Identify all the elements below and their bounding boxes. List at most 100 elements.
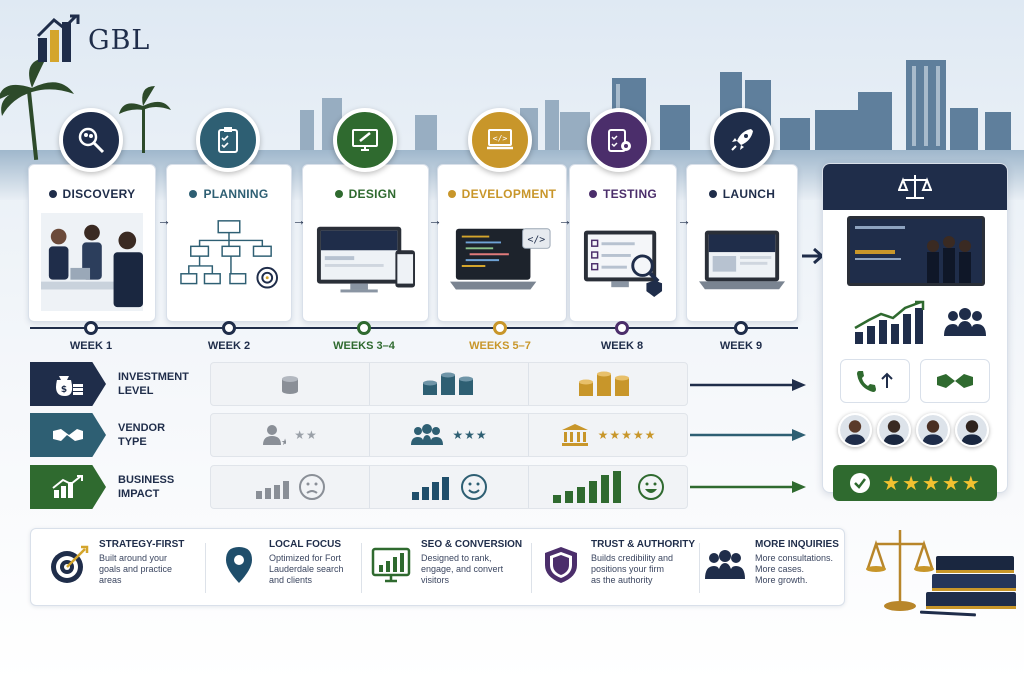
week-label: WEEK 8 [600,340,644,352]
mid-bars-icon [412,477,449,500]
row-label-line2: LEVEL [118,385,154,397]
handshake-icon [937,374,973,388]
benefit-desc-line: and clients [269,575,313,585]
neutral-face-icon [299,474,325,500]
timeline-node [493,321,507,335]
timeline-line [30,327,798,329]
checklist-monitor-illustration [583,230,663,297]
chevron-right-icon: → [157,212,171,228]
chevron-right-icon: → [558,212,572,228]
benefit-desc-line: Lauderdale search [269,564,344,574]
group-people-icon [944,308,986,336]
high-bars-icon [553,471,621,503]
arrow-right-icon [690,379,806,391]
benefit-desc-line: Builds credibility and [591,553,674,563]
timeline-node [615,321,629,335]
benefit-title: TRUST & AUTHORITY [591,539,696,550]
phase-title: TESTING [602,187,658,201]
benefit-desc-line: positions your firm [591,564,665,574]
phase-title: DISCOVERY [62,187,136,201]
row-label-line1: VENDOR [118,422,166,434]
benefit-desc-line: Optimized for Fort [269,553,342,563]
development-icon: </> [468,108,532,172]
map-pin-icon [219,545,259,585]
attorney-avatar [955,413,989,447]
law-firm-website-screenshot [847,216,985,286]
testing-icon [587,108,651,172]
investment-band [210,362,688,406]
phase-title: LAUNCH [722,187,776,201]
growth-chart-icon [854,300,925,344]
attorney-avatar [877,413,911,447]
target-icon [49,545,89,585]
row-label-line1: BUSINESS [118,474,175,486]
money-bag-icon: $ [30,362,106,406]
star-rating: ★★★★★ [597,428,657,442]
team-icon [411,424,444,445]
rating-badge: ★★★★★ [833,465,997,501]
chevron-right-icon: → [677,212,691,228]
benefit-title: LOCAL FOCUS [269,539,342,550]
phase-card-planning: PLANNING [166,164,292,322]
discovery-icon [59,108,123,172]
star-rating: ★★ [294,428,318,442]
monitor-phone-illustration [316,226,416,293]
svg-text:</>: </> [527,234,545,245]
check-circle-icon [850,473,871,493]
scales-and-books-decoration [866,530,1016,617]
svg-text:★: ★ [281,438,286,447]
coin-stack-high-icon [529,363,687,405]
phase-title: PLANNING [203,187,269,201]
phase-title: DESIGN [348,187,397,201]
planning-icon [196,108,260,172]
phone-call-icon [857,371,893,392]
benefit-desc-line: Designed to rank, [421,553,492,563]
arrow-right-icon [690,429,806,441]
benefit-desc-line: areas [99,575,122,585]
star-rating: ★★★ [452,428,488,442]
benefit-desc-line: engage, and convert [421,564,504,574]
divider [205,543,206,593]
week-label: WEEKS 5–7 [469,340,531,352]
benefit-desc-line: More growth. [755,575,808,585]
five-star-rating: ★★★★★ [882,472,982,495]
divider [531,543,532,593]
benefit-item: MORE INQUIRIES More consultations.More c… [705,539,845,597]
benefit-title: SEO & CONVERSION [421,539,523,550]
vendor-band: ★ ★★ ★★★ ★★★★★ [210,413,688,457]
phase-card-discovery: DISCOVERY [28,164,156,322]
benefit-title: MORE INQUIRIES [755,539,839,550]
chevron-right-icon: → [428,212,442,228]
institution-icon [561,424,588,446]
benefit-item: TRUST & AUTHORITY Builds credibility and… [541,539,701,597]
seo-chart-icon [371,545,411,585]
handshake-box [920,359,990,403]
timeline-node [357,321,371,335]
coin-stack-low-icon [211,363,370,405]
benefit-desc-line: as the authority [591,575,653,585]
design-icon [333,108,397,172]
group-people-icon [705,545,745,585]
handshake-icon [30,413,106,457]
coin-stack-mid-icon [370,363,529,405]
phase-card-testing: TESTING [569,164,677,322]
arrow-right-icon [690,481,806,493]
benefit-desc-line: visitors [421,575,450,585]
low-bars-icon [256,481,289,499]
benefit-desc-line: goals and practice [99,564,173,574]
phase-card-launch: LAUNCH [686,164,798,322]
week-label: WEEK 9 [719,340,763,352]
brand-name: GBL [88,24,151,56]
benefit-desc-line: More cases. [755,564,805,574]
code-laptop-illustration: </> [450,228,551,290]
attorney-avatar [916,413,950,447]
attorney-avatar [838,413,872,447]
phone-call-box [840,359,910,403]
growth-chart-icon [30,465,106,509]
timeline-node [734,321,748,335]
week-label: WEEKS 3–4 [333,340,395,352]
